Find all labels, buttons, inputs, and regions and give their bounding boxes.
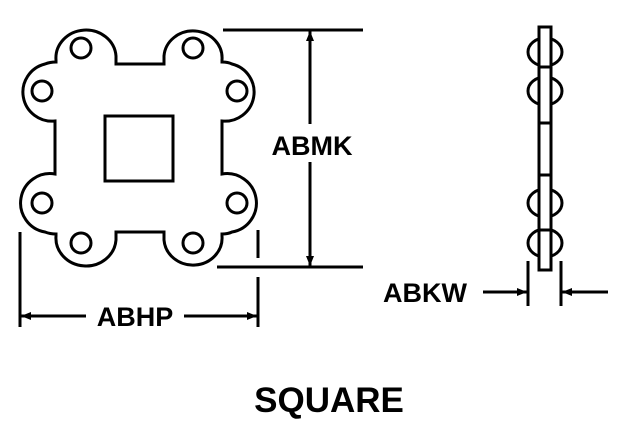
bolt-hole — [30, 191, 54, 215]
side-view — [526, 25, 564, 272]
plate-edge — [537, 25, 553, 272]
square-opening — [103, 114, 175, 183]
bolt-hole — [69, 36, 93, 60]
abkw-label: ABKW — [383, 278, 467, 308]
bolt-hole — [181, 231, 205, 255]
caption: SQUARE — [254, 381, 404, 420]
bolt-hole — [30, 79, 54, 103]
plate-outline — [19, 28, 258, 268]
bolt-hole — [69, 231, 93, 255]
abhp-label: ABHP — [97, 302, 174, 332]
bolt-hole — [225, 79, 249, 103]
bolt-hole — [225, 191, 249, 215]
abmk-label: ABMK — [272, 131, 353, 161]
bolt-hole — [181, 36, 205, 60]
bolt-holes — [30, 36, 249, 255]
